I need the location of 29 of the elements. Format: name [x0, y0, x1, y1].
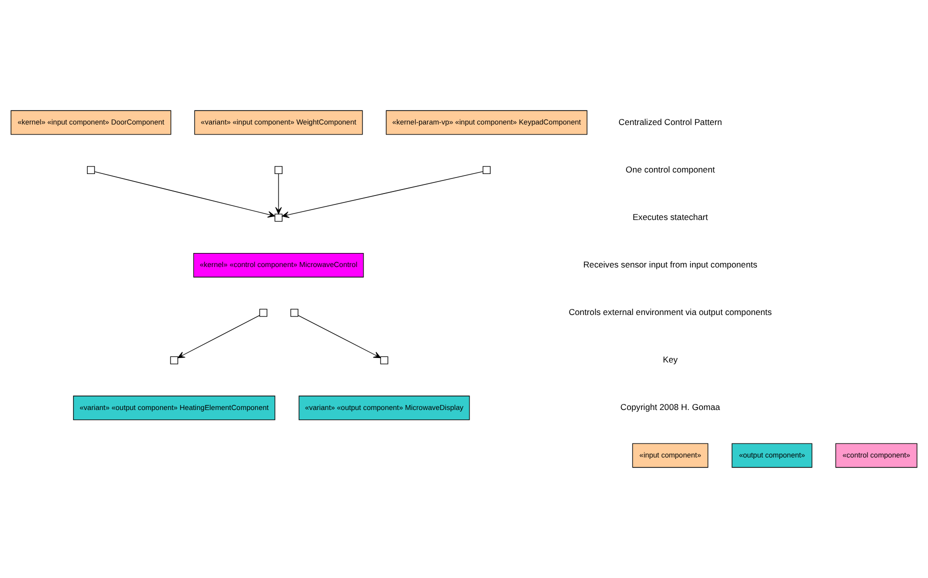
label: Key: [662, 354, 678, 365]
node-box: «control component»: [835, 443, 918, 468]
node-box: [170, 356, 178, 364]
node-box: [259, 308, 268, 317]
node-box: «input component»: [632, 443, 708, 468]
node-box: «variant» «output component» MicrowaveDisplay: [298, 396, 470, 420]
node-box: [482, 166, 491, 174]
node-box: «variant» «input component» WeightComponent: [194, 110, 363, 135]
label: Executes statechart: [632, 212, 708, 222]
label: Copyright 2008 H. Gomaa: [620, 402, 720, 412]
node-box: [86, 166, 95, 174]
node-box: «kernel-param-vp» «input component» KeypadComponent: [386, 110, 588, 135]
label: Centralized Control Pattern: [618, 116, 722, 127]
arrow: [178, 315, 260, 358]
arrow: [275, 173, 282, 214]
node-box: [290, 308, 298, 317]
node-box: «variant» «output component» HeatingElementComponent: [73, 396, 276, 420]
arrow: [298, 315, 381, 358]
node-box: [380, 356, 388, 364]
node-box: [274, 214, 282, 222]
arrow: [282, 171, 484, 218]
node-box: «kernel» «input component» DoorComponent: [10, 110, 172, 135]
node-box: «kernel» «control component» MicrowaveControl: [193, 253, 364, 278]
label: Controls external environment via output components: [568, 307, 772, 318]
node-box: «output component»: [732, 443, 812, 468]
node-box: [274, 166, 282, 174]
label: Receives sensor input from input components: [583, 259, 758, 270]
arrow: [94, 171, 275, 218]
label: One control component: [626, 164, 715, 174]
